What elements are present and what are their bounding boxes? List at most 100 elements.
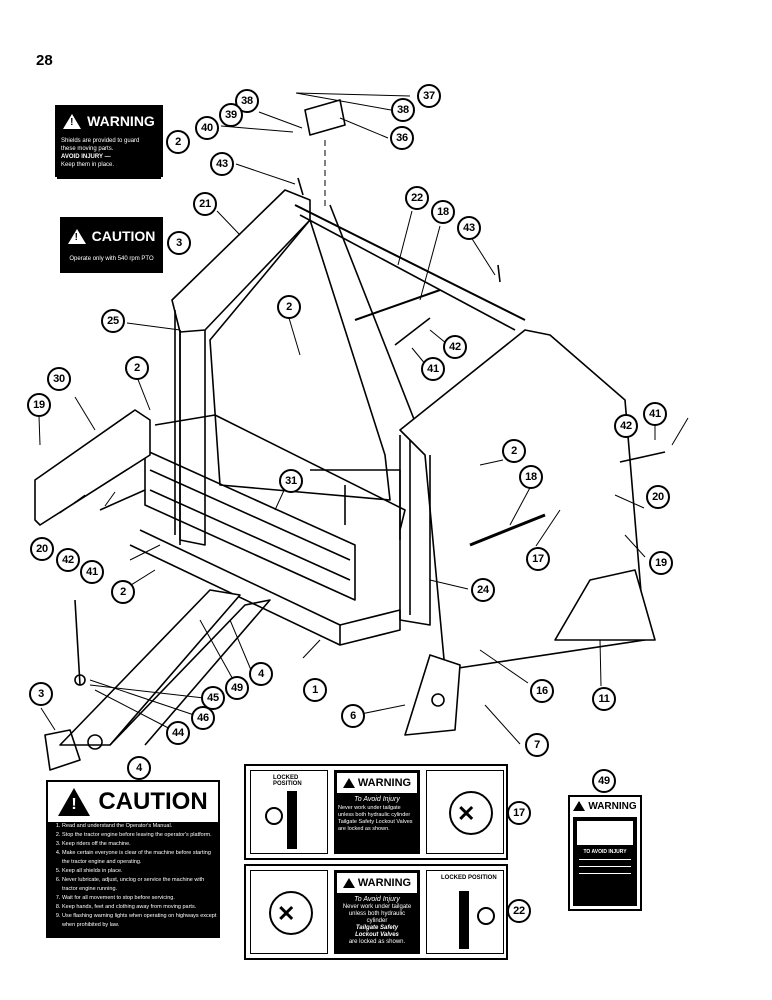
callout-46: 46 [191,706,215,730]
callout-38: 38 [391,98,415,122]
decal-17-tag: LOCKED POSITION [273,775,302,787]
decal-4-item: Read and understand the Operator's Manua… [62,822,218,831]
callout-40: 40 [195,116,219,140]
warning-triangle-icon [573,801,586,811]
callout-7: 7 [525,733,549,757]
decal-3-heading: CAUTION [91,228,156,244]
bale-chamber-illustration: ✕ [250,870,328,954]
decal-4-item: Keep hands, feet and clothing away from … [62,903,218,912]
warning-triangle-icon [63,113,82,129]
decal-4-item: Stop the tractor engine before leaving t… [62,831,218,840]
callout-44: 44 [166,721,190,745]
callout-41: 41 [80,560,104,584]
decal-22-tag: LOCKED POSITION [441,875,497,881]
callout-17: 17 [507,801,531,825]
callout-49: 49 [592,769,616,793]
decal-17-body: Never work under tailgate unless both hy… [338,805,413,832]
callout-42: 42 [56,548,80,572]
callout-41: 41 [421,357,445,381]
callout-2: 2 [111,580,135,604]
decal-22-body-d: Tailgate Safety [355,925,399,931]
callout-22: 22 [507,899,531,923]
callout-6: 6 [341,704,365,728]
callout-3: 3 [29,682,53,706]
decal-2-heading: WARNING [87,113,155,129]
callout-36: 36 [390,126,414,150]
callout-19: 19 [27,393,51,417]
locked-valve-illustration: LOCKED POSITION [426,870,504,954]
callout-2: 2 [125,356,149,380]
callout-20: 20 [646,485,670,509]
callout-49: 49 [225,676,249,700]
warning-triangle-icon [342,778,355,788]
decal-4-item: Keep all shields in place. [62,867,218,876]
decal-4-item: Never lubricate, adjust, unclog or servi… [62,876,218,894]
decal-17-sub: To Avoid Injury [354,796,400,803]
decal-4-item: Wait for all movement to stop before ser… [62,894,218,903]
decal-4-list: Read and understand the Operator's Manua… [48,822,218,930]
decal-4-item: Keep riders off the machine. [62,840,218,849]
callout-2: 2 [277,295,301,319]
locked-valve-illustration: LOCKED POSITION [250,770,328,854]
callout-43: 43 [210,152,234,176]
decal-4-item: Use flashing warning lights when operati… [62,912,218,930]
warning-triangle-icon [58,788,91,816]
decal-22-body-e: Lockout Valves [355,932,399,938]
callout-24: 24 [471,578,495,602]
callout-2: 2 [502,439,526,463]
decal-2-line2: these moving parts. [61,146,114,152]
decal-22-heading: WARNING [357,877,412,889]
callout-20: 20 [30,537,54,561]
callout-11: 11 [592,687,616,711]
warning-triangle-icon [67,228,86,244]
callout-41: 42 [614,414,638,438]
x-mark-icon: ✕ [277,901,296,926]
decal-49-heading: WARNING [588,800,637,812]
x-mark-icon: ✕ [457,801,476,826]
page-number: 28 [36,52,53,69]
callout-4: 4 [127,756,151,780]
callout-19: 19 [649,551,673,575]
decal-49-sub: TO AVOID INJURY [583,849,627,855]
decal-17-heading: WARNING [357,777,412,789]
decal-4-item: Make certain everyone is clear of the ma… [62,849,218,867]
bale-chamber-illustration: ✕ [426,770,504,854]
callout-2: 2 [166,130,190,154]
decal-22-sub: To Avoid Injury [354,896,400,903]
decal-3-caution: CAUTION Operate only with 540 rpm PTO [60,217,163,273]
callout-42: 42 [443,335,467,359]
decal-2-line1: Shields are provided to guard [61,138,140,144]
decal-3-text: Operate only with 540 rpm PTO [62,253,161,273]
decal-22-warning: ✕ WARNING To Avoid Injury Never work und… [244,864,508,960]
decal-17-warning: LOCKED POSITION WARNING To Avoid Injury … [244,764,508,860]
callout-42: 41 [643,402,667,426]
decal-4-heading: CAUTION [98,788,208,815]
callout-22: 22 [405,186,429,210]
decal-2-warning: WARNING Shields are provided to guard th… [55,105,163,179]
callout-17: 17 [526,547,550,571]
decal-22-body-c: cylinder [366,918,388,924]
callout-1: 1 [303,678,327,702]
callout-16: 16 [530,679,554,703]
decal-49-warning: WARNING TO AVOID INJURY [568,795,642,911]
callout-31: 31 [279,469,303,493]
callout-18: 18 [519,465,543,489]
rider-hazard-illustration [577,821,633,845]
decal-22-body-b: unless both hydraulic [348,911,406,917]
callout-37: 37 [417,84,441,108]
warning-triangle-icon [342,878,355,888]
callout-25: 25 [101,309,125,333]
callout-18: 18 [431,200,455,224]
callout-39: 39 [219,103,243,127]
decal-22-body-a: Never work under tailgate [342,904,412,910]
callout-21: 21 [193,192,217,216]
callout-30: 30 [47,367,71,391]
callout-4: 4 [249,662,273,686]
decal-22-body-f: are locked as shown. [348,939,406,945]
decal-2-line3: AVOID INJURY — [61,154,111,160]
decal-2-line4: Keep them in place. [61,162,115,168]
callout-43: 43 [457,216,481,240]
callout-3: 3 [167,231,191,255]
decal-4-caution: CAUTION Read and understand the Operator… [46,780,220,938]
